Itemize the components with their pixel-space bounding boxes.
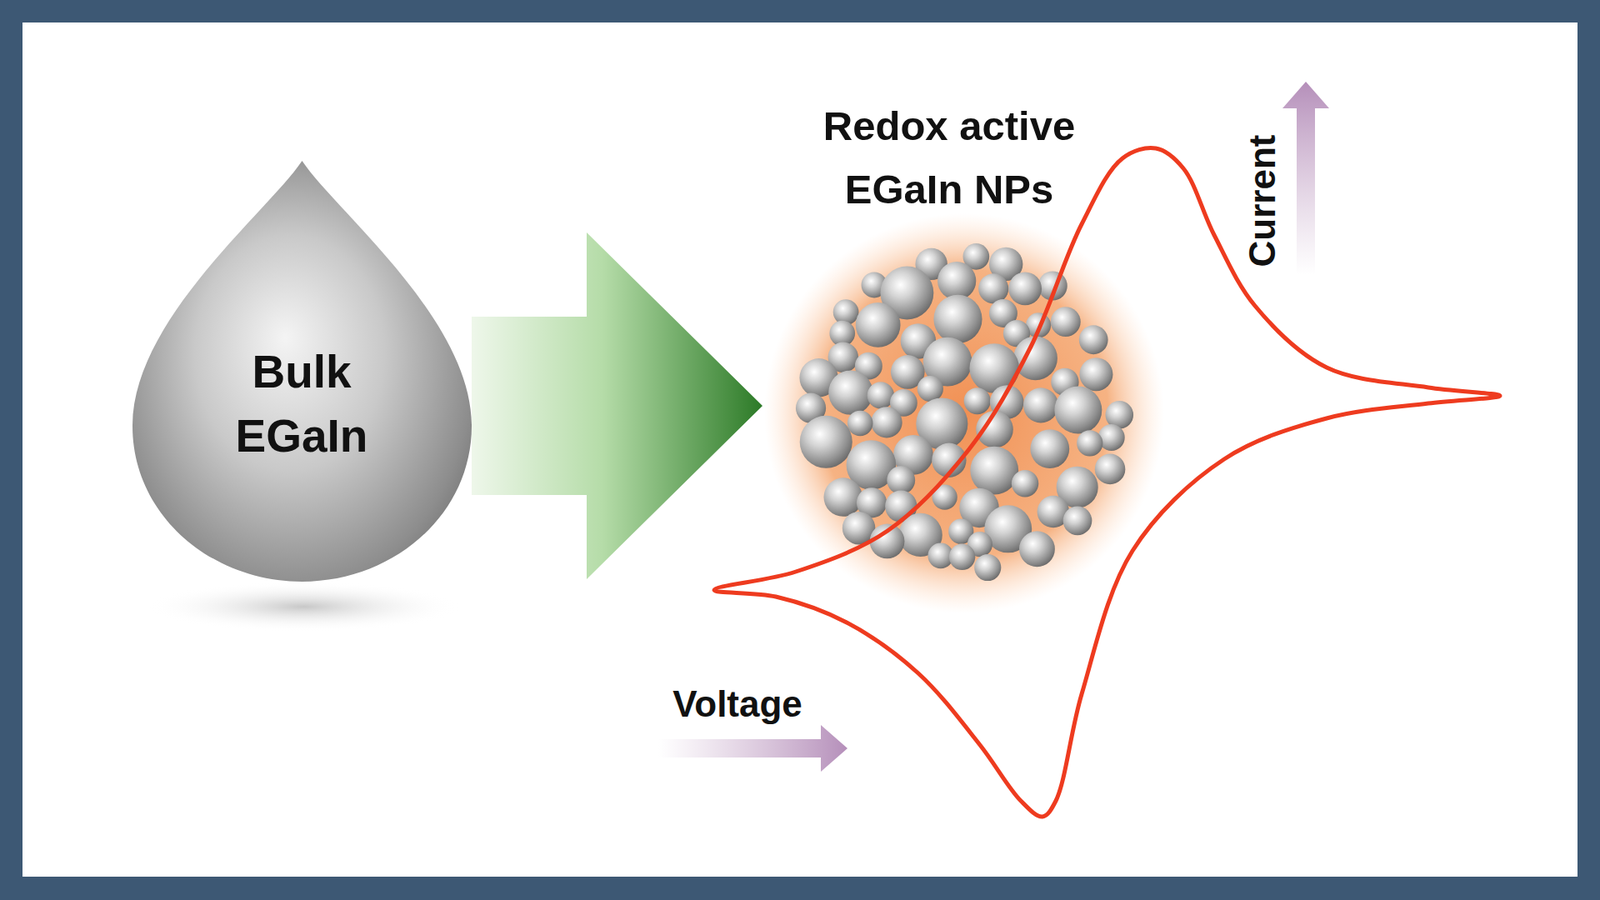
nanoparticle (1023, 387, 1059, 423)
nanoparticle (1050, 306, 1081, 337)
nanoparticle (933, 295, 982, 344)
axis-label: Voltage (612, 681, 863, 727)
nanoparticle (828, 370, 873, 415)
nanoparticle (870, 524, 905, 560)
cv-curve (714, 148, 1500, 818)
nanoparticle (1019, 530, 1055, 567)
nanoparticle (969, 343, 1020, 394)
node-label: Bulk EGaIn (201, 340, 402, 469)
nanoparticle (800, 415, 853, 469)
nanoparticle (1030, 429, 1070, 469)
droplet-shadow (145, 581, 462, 632)
nanoparticle (1076, 430, 1103, 456)
nanoparticle (949, 544, 975, 570)
nanoparticle (917, 375, 944, 402)
nanoparticle (1079, 357, 1113, 391)
nanoparticle-cluster: Redox active EGaIn NPs (762, 91, 1163, 609)
bulk-droplet: Bulk EGaIn (132, 160, 472, 582)
nanoparticle (1011, 470, 1039, 497)
axis-label: Current (1240, 75, 1285, 326)
nanoparticle (847, 410, 874, 437)
nanoparticle (1095, 454, 1126, 485)
nanoparticle (1038, 270, 1068, 300)
nanoparticle (937, 261, 976, 300)
node-heading: Redox active EGaIn NPs (790, 94, 1108, 221)
nanoparticle (824, 477, 863, 516)
nanoparticle (1013, 336, 1058, 381)
current-arrow (1282, 81, 1330, 275)
nanoparticle (855, 302, 901, 348)
nanoparticle (931, 443, 966, 478)
nanoparticle (833, 299, 860, 325)
nanoparticle (870, 406, 902, 438)
nanoparticle (886, 465, 915, 495)
nanoparticle (1063, 505, 1093, 535)
nanoparticle (1054, 386, 1102, 435)
nanoparticle (974, 554, 1001, 581)
cluster-glow (764, 213, 1165, 614)
voltage-arrow (658, 725, 848, 772)
nanoparticle (1079, 325, 1109, 355)
white-panel (22, 22, 1578, 877)
nanoparticle (970, 446, 1019, 495)
nanoparticle (1008, 271, 1042, 305)
nanoparticle (975, 410, 1014, 449)
nanoparticle (932, 485, 958, 510)
droplet-body (132, 160, 472, 582)
nanoparticle (978, 273, 1009, 304)
nanoparticle (964, 387, 991, 415)
block-arrow (471, 232, 763, 580)
